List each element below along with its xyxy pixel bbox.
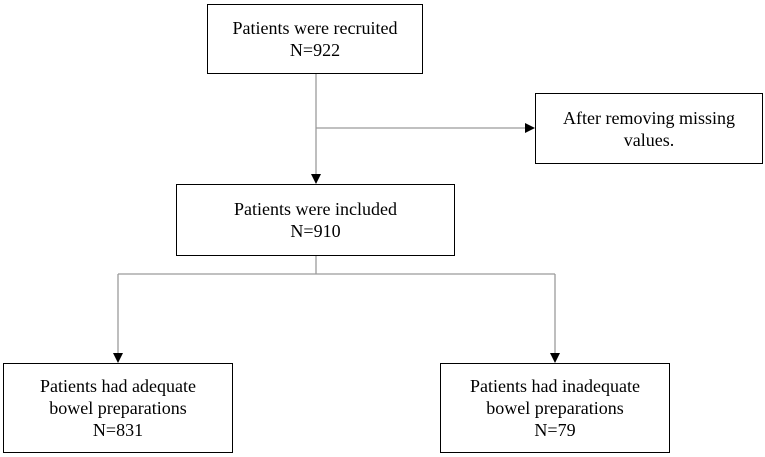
adequate-line-2: bowel preparations — [49, 398, 187, 418]
inadequate-line-2: bowel preparations — [486, 398, 624, 418]
inadequate-box: Patients had inadequate bowel preparatio… — [440, 363, 670, 453]
excluded-line-2: values. — [623, 129, 675, 150]
excluded-line-1: After removing missing — [563, 107, 735, 128]
recruited-label: Patients were recruited — [232, 18, 398, 38]
adequate-box: Patients had adequate bowel preparations… — [3, 363, 233, 453]
inadequate-line-1: Patients had inadequate — [470, 376, 640, 396]
included-label: Patients were included — [234, 199, 397, 219]
excluded-box: After removing missing values. — [535, 93, 763, 164]
recruited-box: Patients were recruited N=922 — [207, 4, 423, 74]
included-box: Patients were included N=910 — [176, 184, 455, 256]
adequate-count: N=831 — [92, 420, 144, 440]
adequate-line-1: Patients had adequate — [40, 376, 196, 396]
included-count: N=910 — [290, 221, 341, 241]
recruited-count: N=922 — [289, 40, 341, 60]
inadequate-count: N=79 — [534, 420, 576, 440]
